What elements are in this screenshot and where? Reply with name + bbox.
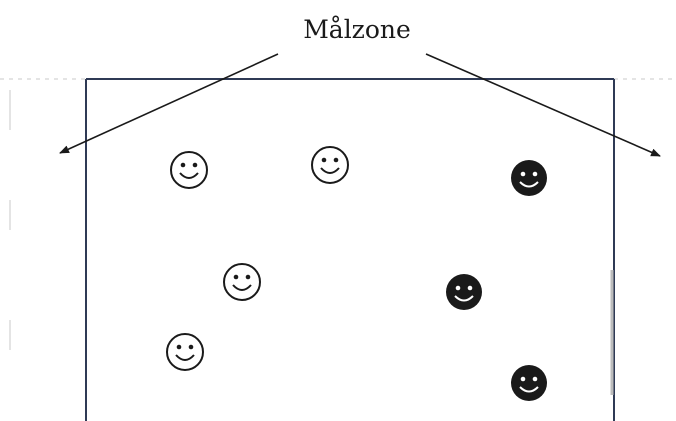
solid-smiley-icon xyxy=(511,365,547,401)
arrow-to-right-zone xyxy=(425,53,661,157)
player-markers xyxy=(166,146,547,401)
goal-zone-label: Målzone xyxy=(303,15,411,44)
solid-smiley-icon xyxy=(446,274,482,310)
open-smiley-icon xyxy=(170,151,208,189)
open-smiley-icon xyxy=(311,146,349,184)
solid-smiley-icon xyxy=(511,160,547,196)
arrow-to-left-zone xyxy=(59,53,279,154)
open-smiley-icon xyxy=(223,263,261,301)
open-smiley-icon xyxy=(166,333,204,371)
